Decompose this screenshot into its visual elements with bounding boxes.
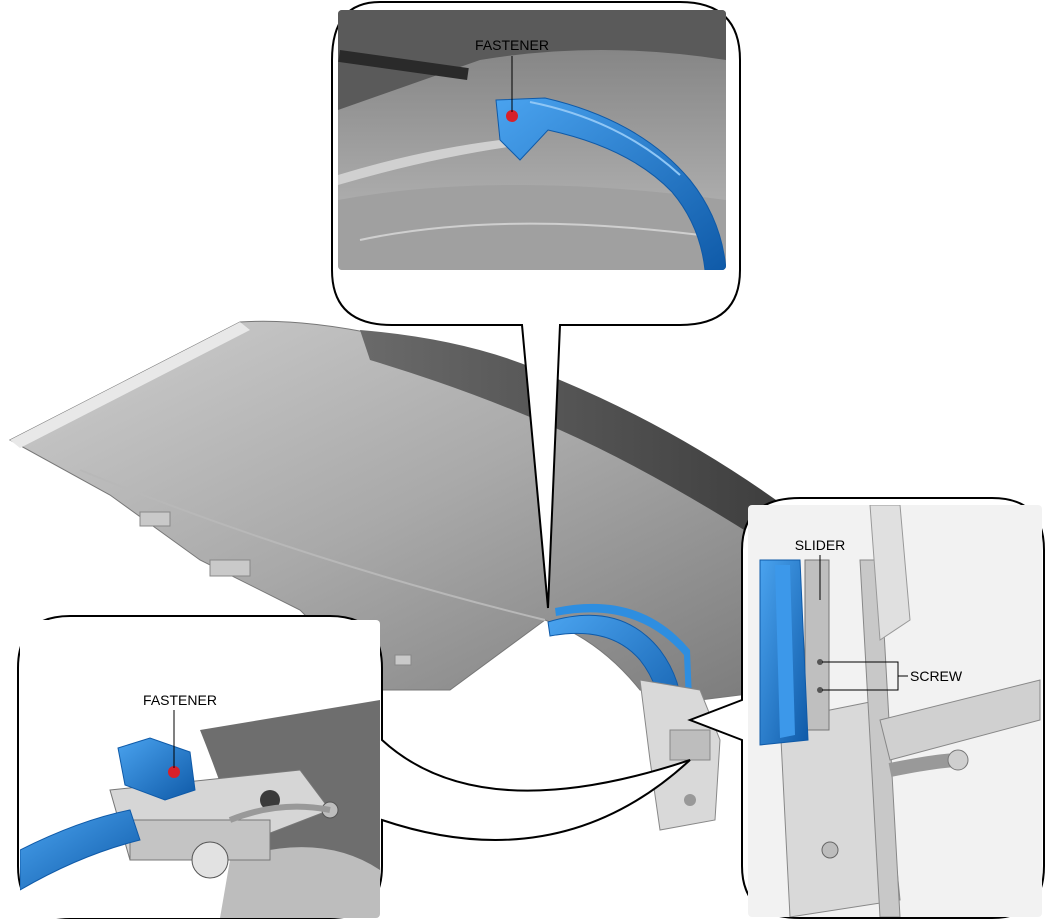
fastener-label-top: FASTENER xyxy=(475,37,549,53)
callout-top: FASTENER xyxy=(331,1,741,609)
hinge-bracket xyxy=(639,679,721,831)
fastener-marker-bottom-left xyxy=(168,766,180,778)
slider-label: SLIDER xyxy=(795,537,846,553)
callout-right: SLIDER SCREW xyxy=(687,497,1045,919)
fastener-label-bottom-left: FASTENER xyxy=(143,692,217,708)
fastener-marker-top xyxy=(506,110,518,122)
callout-bottom-left: FASTENER xyxy=(17,615,691,919)
screw-label: SCREW xyxy=(910,668,963,684)
